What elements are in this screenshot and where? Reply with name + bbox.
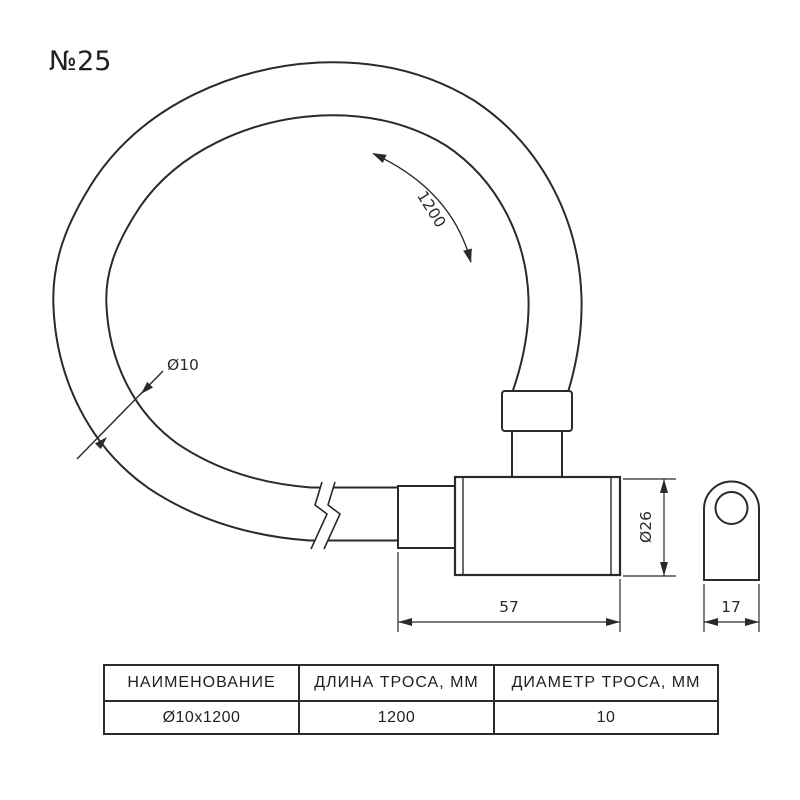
cable-loop xyxy=(52,61,583,542)
dimension-body-length: 57 xyxy=(397,552,621,632)
cable-entry-sleeve xyxy=(397,485,457,549)
spec-table-value-row: Ø10x1200 1200 10 xyxy=(103,700,719,735)
dimension-cable-diameter: Ø10 xyxy=(76,356,199,460)
dimension-body-diameter: Ø26 xyxy=(623,478,676,577)
arrowhead-icon xyxy=(95,437,107,450)
spec-table-header-row: НАИМЕНОВАНИЕ ДЛИНА ТРОСА, ММ ДИАМЕТР ТРО… xyxy=(103,664,719,702)
header-cable-length: ДЛИНА ТРОСА, ММ xyxy=(298,664,495,702)
arrowhead-icon xyxy=(660,479,668,493)
arrowhead-icon xyxy=(704,618,718,626)
arrowhead-icon xyxy=(372,153,387,163)
arrowhead-icon xyxy=(606,618,620,626)
end-piece-view xyxy=(703,480,760,581)
cable-length-label: 1200 xyxy=(413,188,449,231)
lock-body xyxy=(453,475,622,577)
value-name: Ø10x1200 xyxy=(103,700,300,735)
header-name: НАИМЕНОВАНИЕ xyxy=(103,664,300,702)
body-diameter-label: Ø26 xyxy=(637,511,655,543)
cable-ferrule xyxy=(501,390,573,480)
dimension-end-width: 17 xyxy=(703,584,760,632)
arrowhead-icon xyxy=(463,248,472,263)
arrowhead-icon xyxy=(745,618,759,626)
value-cable-length: 1200 xyxy=(298,700,495,735)
cable-diameter-label: Ø10 xyxy=(167,356,199,374)
arrowhead-icon xyxy=(141,381,153,394)
dimension-cable-length: 1200 xyxy=(372,153,472,263)
end-width-label: 17 xyxy=(721,598,741,616)
cable-break-symbol xyxy=(310,481,341,550)
drawing-number: №25 xyxy=(49,46,112,77)
body-length-label: 57 xyxy=(499,598,519,616)
header-cable-diameter: ДИАМЕТР ТРОСА, ММ xyxy=(493,664,719,702)
spec-table: НАИМЕНОВАНИЕ ДЛИНА ТРОСА, ММ ДИАМЕТР ТРО… xyxy=(103,664,719,735)
value-cable-diameter: 10 xyxy=(493,700,719,735)
arrowhead-icon xyxy=(398,618,412,626)
arrowhead-icon xyxy=(660,562,668,576)
